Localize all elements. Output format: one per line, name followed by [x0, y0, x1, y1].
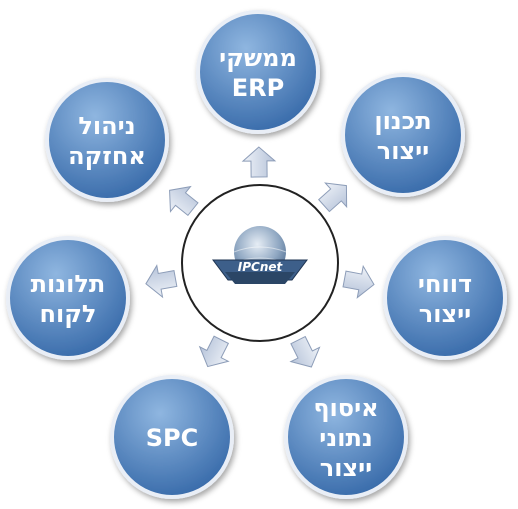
logo-text: IPCnet [238, 260, 284, 274]
node-label: ייצור [320, 454, 373, 482]
node-label: לקוח [40, 300, 97, 328]
ipcnet-logo: IPCnet [212, 226, 308, 284]
arrows [145, 146, 375, 368]
node-label: ייצור [377, 137, 430, 165]
node-circle [6, 236, 130, 360]
node-label: ממשקי [219, 44, 297, 72]
node-label: ניהול [78, 112, 135, 140]
node-circle [45, 78, 169, 202]
node-label: תלונות [31, 270, 106, 298]
connector-arrow [289, 335, 321, 368]
node-circle [110, 375, 234, 499]
node-circle [284, 375, 408, 499]
connector-arrow [241, 146, 277, 178]
node-label: אחזקה [68, 142, 146, 170]
node-label: ERP [232, 74, 284, 102]
connector-arrow [342, 264, 375, 299]
node-label: SPC [146, 424, 199, 452]
connector-arrow [318, 182, 348, 213]
nodes: ממשקיERPתכנוןייצורדווחיייצוראיסוףנתונייי… [6, 10, 507, 499]
connector-arrow [145, 264, 178, 299]
node-circle [383, 236, 507, 360]
connector-arrow [169, 185, 199, 217]
node-label: תכנון [374, 107, 431, 135]
node-circle [196, 10, 320, 134]
node-label: ייצור [419, 300, 472, 328]
center-hub: IPCnet [181, 184, 339, 342]
node-circle [341, 73, 465, 197]
node-label: נתוני [319, 424, 372, 452]
connector-arrow [198, 335, 230, 368]
node-label: דווחי [418, 270, 472, 298]
node-label: איסוף [313, 394, 378, 422]
node-spc: SPC [110, 375, 234, 499]
